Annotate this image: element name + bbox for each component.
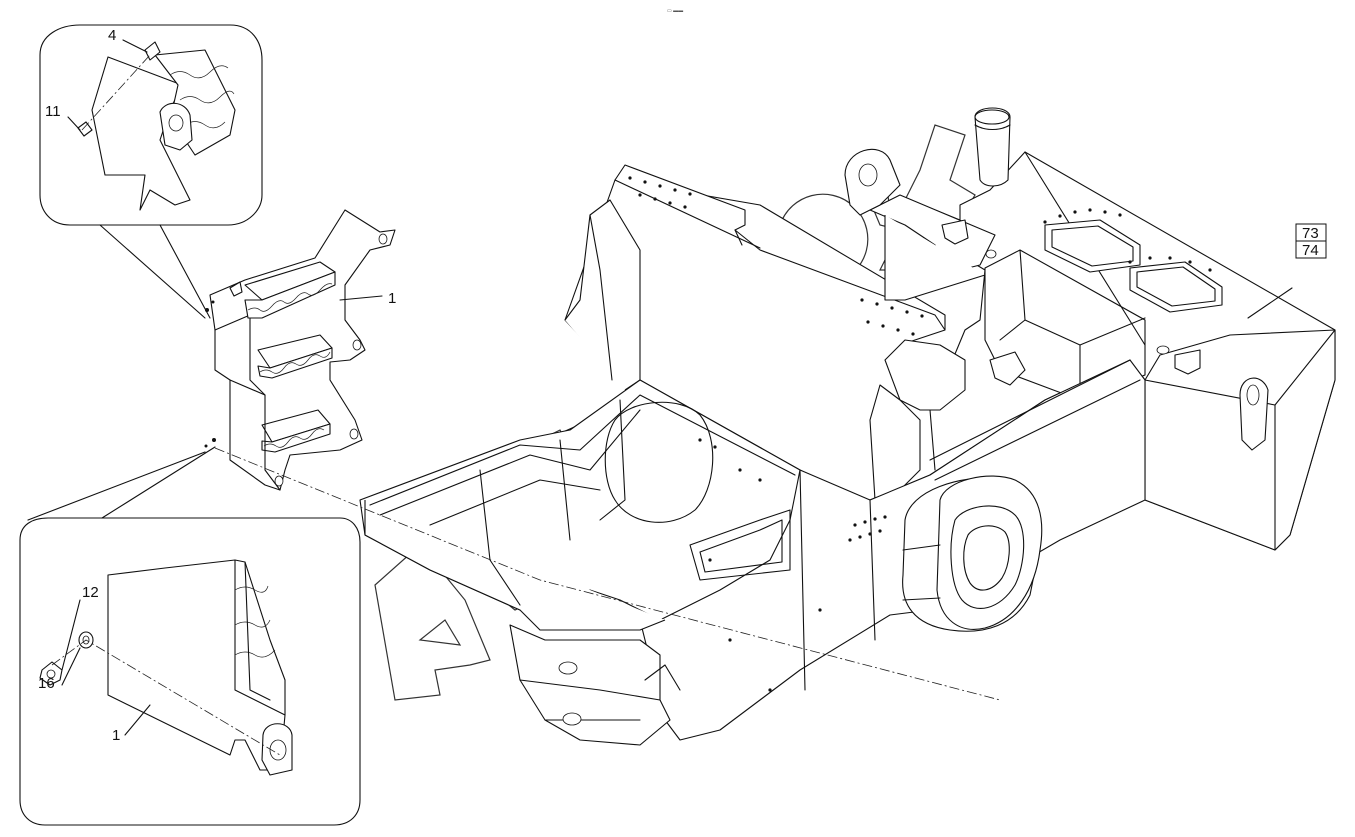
frame-hole bbox=[1168, 256, 1172, 260]
frame-hole bbox=[866, 320, 870, 324]
assembly-centerline bbox=[214, 447, 1001, 701]
frame-hole bbox=[638, 193, 642, 197]
callout-12: 12 bbox=[82, 584, 99, 601]
frame-hole bbox=[768, 688, 772, 692]
frame-hole bbox=[858, 535, 862, 539]
frame-hole bbox=[738, 468, 742, 472]
frame-hole bbox=[818, 608, 822, 612]
frame-hole bbox=[1058, 214, 1062, 218]
callout-1-detail: 1 bbox=[112, 727, 120, 744]
frame-hole bbox=[873, 517, 877, 521]
frame-hole bbox=[683, 205, 687, 209]
frame-hole bbox=[1073, 210, 1077, 214]
frame-hole bbox=[758, 478, 762, 482]
frame-hole bbox=[1103, 210, 1107, 214]
callout-4: 4 bbox=[108, 27, 116, 44]
frame-hole bbox=[728, 638, 732, 642]
frame-hole bbox=[848, 538, 852, 542]
frame-hole bbox=[1148, 256, 1152, 260]
frame-hole bbox=[883, 515, 887, 519]
frame-hole bbox=[905, 310, 909, 314]
frame-hole bbox=[1088, 208, 1092, 212]
detail-view-top bbox=[39, 24, 263, 319]
machine-frame bbox=[359, 107, 1336, 746]
frame-hole bbox=[875, 302, 879, 306]
frame-hole bbox=[896, 328, 900, 332]
step-ladder-assembly bbox=[204, 209, 396, 491]
frame-hole bbox=[881, 324, 885, 328]
frame-hole bbox=[1128, 260, 1132, 264]
frame-hole bbox=[673, 188, 677, 192]
frame-hole bbox=[668, 201, 672, 205]
frame-hole bbox=[653, 197, 657, 201]
callout-11: 11 bbox=[45, 103, 61, 120]
frame-hole bbox=[1043, 220, 1047, 224]
callout-16: 16 bbox=[38, 675, 55, 692]
callout-74: 74 bbox=[1302, 242, 1319, 259]
frame-hole bbox=[708, 558, 712, 562]
frame-hole bbox=[920, 314, 924, 318]
frame-hole bbox=[853, 523, 857, 527]
frame-hole bbox=[688, 192, 692, 196]
frame-hole bbox=[868, 532, 872, 536]
callout-73: 73 bbox=[1302, 225, 1319, 242]
leader-part-1 bbox=[339, 295, 383, 301]
frame-hole bbox=[1188, 260, 1192, 264]
header-mark: ▭ ▬▬ bbox=[667, 8, 683, 14]
frame-hole bbox=[878, 529, 882, 533]
callout-box-73-74: 73 74 bbox=[1295, 223, 1327, 259]
leader-part-73 bbox=[1247, 287, 1293, 319]
callout-1-step: 1 bbox=[388, 290, 396, 307]
frame-hole bbox=[860, 298, 864, 302]
frame-hole bbox=[911, 332, 915, 336]
frame-hole bbox=[628, 176, 632, 180]
frame-hole bbox=[1118, 213, 1122, 217]
frame-hole bbox=[890, 306, 894, 310]
detail-view-bottom bbox=[19, 446, 361, 826]
frame-hole bbox=[658, 184, 662, 188]
frame-hole bbox=[1208, 268, 1212, 272]
frame-hole bbox=[713, 445, 717, 449]
frame-holes bbox=[628, 176, 1212, 692]
frame-hole bbox=[863, 520, 867, 524]
frame-hole bbox=[698, 438, 702, 442]
frame-hole bbox=[643, 180, 647, 184]
